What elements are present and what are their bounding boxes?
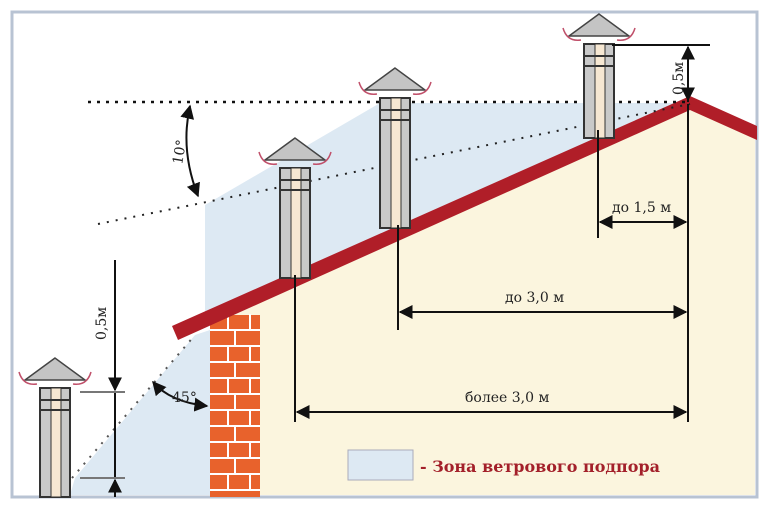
distance-3-0-label: до 3,0 м (505, 290, 564, 306)
angle-10-label: 10° (170, 138, 190, 165)
chimney-cap (22, 357, 88, 381)
height-left-label: 0,5м (94, 307, 110, 340)
ten-degree-line (97, 103, 691, 225)
chimney (258, 137, 332, 279)
brick-wall (210, 314, 260, 497)
chimney (18, 357, 92, 498)
chimney-cap (362, 67, 428, 91)
legend-text: - Зона ветрового подпора (420, 457, 660, 476)
airflow-arrow-icon (562, 27, 636, 41)
distance-over-3-0-label: более 3,0 м (465, 390, 549, 406)
house-wall (210, 108, 755, 495)
chimney-cap (262, 137, 328, 161)
height-right-label: 0,5м (671, 62, 687, 95)
chimney-cap (566, 13, 632, 37)
legend-swatch (347, 449, 414, 481)
airflow-arrow-icon (358, 81, 432, 95)
distance-1-5-label: до 1,5 м (612, 200, 671, 216)
airflow-arrow-icon (18, 371, 92, 385)
angle-45-label: 45° (172, 390, 197, 406)
airflow-arrow-icon (258, 151, 332, 165)
chimney (358, 67, 432, 229)
wind-zone-lower (70, 330, 210, 495)
roof (172, 96, 757, 340)
dimension-lines (80, 44, 710, 497)
